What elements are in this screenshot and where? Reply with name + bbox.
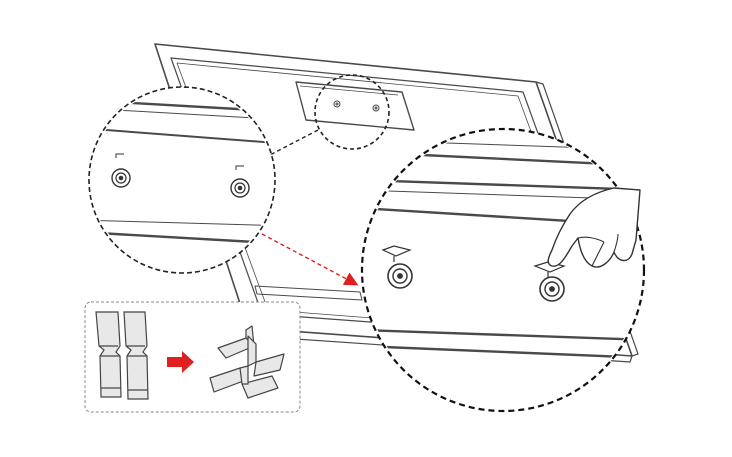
red-arrow-icon: [167, 351, 194, 373]
hand-icon: [547, 187, 641, 268]
screw-boss-icon: [230, 165, 250, 198]
zoom-source-circle: [314, 74, 390, 150]
zoom-callout-right: [360, 127, 646, 413]
screw-boss-icon: [111, 153, 131, 188]
tape-strip-icon: [123, 311, 149, 400]
inset-box: [84, 301, 301, 413]
cable-clip-icon: [381, 245, 413, 289]
plate-screws: [333, 100, 380, 112]
red-arrow-icon: [261, 233, 359, 286]
tape-strip-icon: [95, 311, 122, 398]
callout-connector-left: [267, 129, 319, 157]
folded-holder-icon: [209, 325, 285, 399]
